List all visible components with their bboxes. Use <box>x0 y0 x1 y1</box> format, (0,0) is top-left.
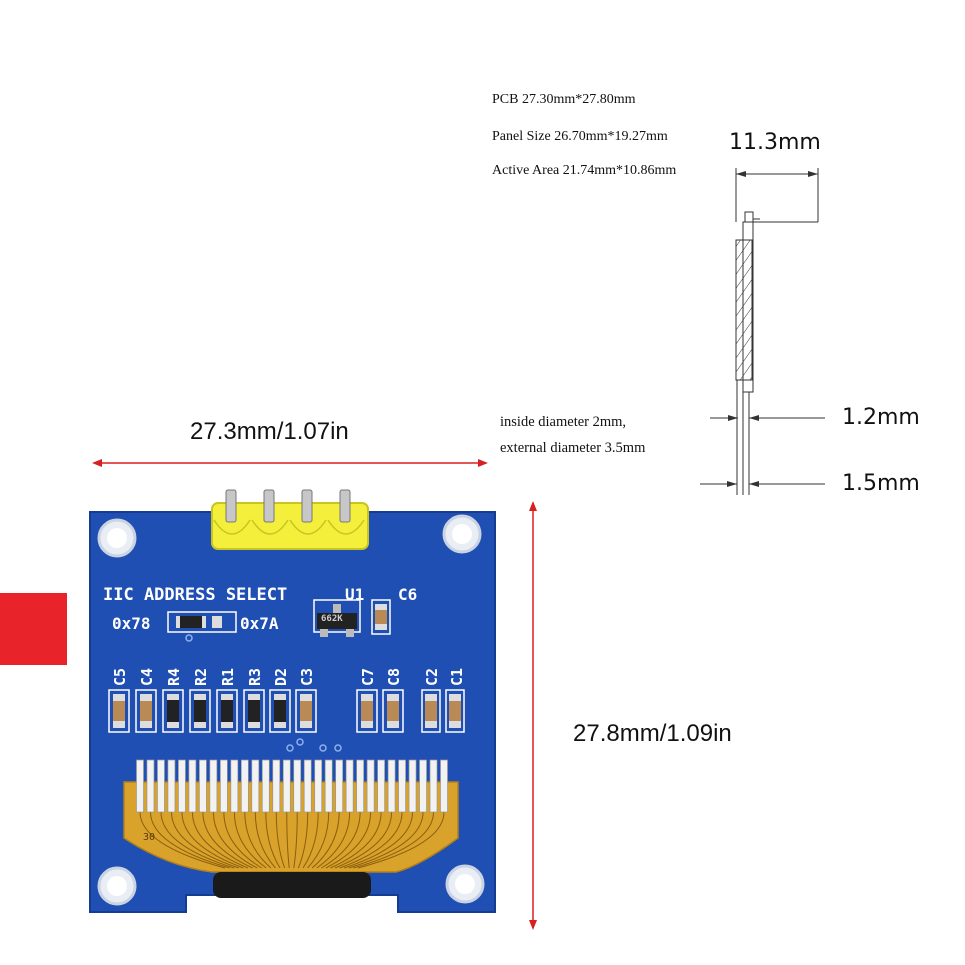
label-r2: R2 <box>192 667 210 686</box>
flex-finger <box>387 759 396 813</box>
label-d2: D2 <box>272 667 290 686</box>
spec-panel-size: Panel Size 26.70mm*19.27mm <box>492 129 668 144</box>
flex-finger <box>261 759 270 813</box>
label-r4: R4 <box>165 667 183 686</box>
label-c3: C3 <box>298 667 316 686</box>
flex-finger <box>408 759 417 813</box>
address-0x7a: 0x7A <box>240 614 279 633</box>
label-c8: C8 <box>385 667 403 686</box>
flex-finger <box>167 759 176 813</box>
flex-finger <box>345 759 354 813</box>
flex-finger <box>282 759 291 813</box>
flex-finger <box>136 759 144 813</box>
chip-marking: 662K <box>321 614 343 624</box>
flex-finger <box>230 759 239 813</box>
pin-gap-label: 1.2mm <box>842 405 920 430</box>
label-r1: R1 <box>219 667 237 686</box>
flex-trace <box>202 811 253 869</box>
hole-note-inside: inside diameter 2mm, <box>500 414 627 430</box>
flex-finger <box>356 759 364 813</box>
flex-trace <box>334 811 393 869</box>
flex-trace <box>325 811 372 869</box>
thickness-label: 11.3mm <box>729 130 821 155</box>
label-r3: R3 <box>246 667 264 686</box>
flex-finger <box>429 759 438 813</box>
flex-finger <box>440 759 448 813</box>
flex-trace <box>212 811 258 869</box>
flex-trace <box>321 811 361 869</box>
flex-finger <box>199 759 207 813</box>
label-c2: C2 <box>423 667 441 686</box>
pin-number: 30 <box>143 832 156 843</box>
flex-trace <box>293 811 298 869</box>
flex-trace <box>302 811 319 869</box>
board-thickness-label: 1.5mm <box>842 471 920 496</box>
flex-trace <box>307 811 330 869</box>
flex-finger <box>209 759 218 813</box>
flex-trace <box>265 811 281 869</box>
c6-label: C6 <box>398 585 418 604</box>
flex-finger <box>366 759 375 813</box>
flex-finger <box>398 759 406 813</box>
flex-finger <box>240 759 249 813</box>
flex-trace <box>348 811 424 869</box>
flex-finger <box>146 759 155 813</box>
label-c5: C5 <box>111 667 129 686</box>
flex-finger <box>251 759 260 813</box>
label-c7: C7 <box>359 667 377 686</box>
red-tab <box>0 593 67 665</box>
flex-trace <box>344 811 414 869</box>
label-c4: C4 <box>138 667 156 686</box>
flex-finger <box>419 759 427 813</box>
spec-pcb: PCB 27.30mm*27.80mm <box>492 92 636 107</box>
flex-trace <box>275 811 286 869</box>
flex-trace <box>297 811 309 869</box>
flex-trace <box>357 811 445 869</box>
flex-trace <box>223 811 262 869</box>
hole-note-external: external diameter 3.5mm <box>500 440 646 456</box>
flex-finger <box>272 759 281 813</box>
flex-finger <box>293 759 302 813</box>
flex-trace <box>353 811 435 869</box>
flex-trace <box>170 811 239 869</box>
flex-trace <box>244 811 272 869</box>
height-label: 27.8mm/1.09in <box>573 720 732 747</box>
width-label: 27.3mm/1.07in <box>190 418 349 445</box>
flex-finger <box>157 759 165 813</box>
flex-trace <box>191 811 249 869</box>
u1-label: U1 <box>345 585 365 604</box>
address-0x78: 0x78 <box>112 614 151 633</box>
flex-trace <box>316 811 351 869</box>
flex-trace <box>286 811 290 869</box>
flex-trace <box>181 811 244 869</box>
flex-finger <box>314 759 323 813</box>
label-c1: C1 <box>448 667 466 686</box>
spec-active-area: Active Area 21.74mm*10.86mm <box>492 163 677 178</box>
flex-trace <box>339 811 403 869</box>
flex-trace <box>149 811 230 869</box>
flex-trace <box>160 811 235 869</box>
smd-component-row <box>108 689 465 733</box>
flex-trace <box>139 811 226 869</box>
flex-trace <box>330 811 382 869</box>
flex-trace <box>254 811 276 869</box>
flex-finger <box>178 759 186 813</box>
flex-finger <box>220 759 228 813</box>
flex-finger <box>188 759 197 813</box>
iic-address-title: IIC ADDRESS SELECT <box>103 585 288 605</box>
flex-trace <box>311 811 340 869</box>
flex-finger <box>324 759 333 813</box>
flex-finger <box>303 759 312 813</box>
flex-trace <box>233 811 267 869</box>
flex-finger <box>335 759 344 813</box>
flex-finger <box>377 759 385 813</box>
